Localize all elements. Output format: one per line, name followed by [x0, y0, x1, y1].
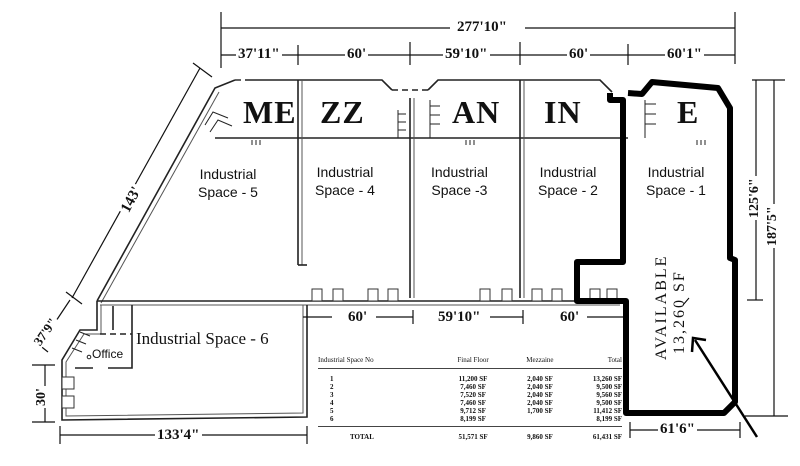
- table-row: 4 7,460 SF 2,040 SF 9,500 SF: [318, 399, 622, 407]
- segment-dimension-1: 37'11": [236, 46, 282, 62]
- loading-docks: [311, 288, 618, 302]
- total-label: TOTAL: [318, 426, 440, 441]
- segment-dimension-3: 59'10": [443, 46, 490, 62]
- space-1-label: Industrial Space - 1: [646, 163, 706, 199]
- mid-dimension-1: 60': [346, 309, 370, 325]
- cell-space-no: 5: [330, 407, 334, 415]
- space-1-width-dimension: 61'6": [658, 421, 697, 437]
- header-total: Total: [573, 356, 622, 369]
- table-row: 3 7,520 SF 2,040 SF 9,560 SF: [318, 391, 622, 399]
- space-1-line2: Space - 1: [646, 182, 706, 199]
- cell-final-floor: 11,200 SF: [458, 375, 488, 383]
- available-area-text: 13,260 SF: [670, 270, 688, 354]
- header-final-floor: Final Floor: [439, 356, 507, 369]
- cell-mezzanine: 1,700 SF: [527, 407, 553, 415]
- header-space-no: Industrial Space No: [318, 356, 440, 369]
- stair-symbols: [204, 100, 706, 145]
- table-row: 2 7,460 SF 2,040 SF 9,500 SF: [318, 383, 622, 391]
- overall-width-dimension: 277'10": [455, 19, 509, 35]
- table-row: 5 9,712 SF 1,700 SF 11,412 SF: [318, 407, 622, 415]
- space-4-label: Industrial Space - 4: [315, 163, 375, 199]
- space-5-line1: Industrial: [199, 166, 257, 182]
- space-2-label: Industrial Space - 2: [538, 163, 598, 199]
- building-walls: [61, 79, 628, 421]
- space-5-label: Industrial Space - 5: [198, 165, 258, 201]
- cell-final-floor: 9,712 SF: [460, 407, 486, 415]
- space-3-line1: Industrial: [431, 164, 488, 180]
- space-6-label: Industrial Space - 6: [136, 329, 269, 348]
- cell-space-no: 2: [330, 383, 334, 391]
- cell-space-no: 6: [330, 415, 334, 423]
- table-row: 6 8,199 SF 8,199 SF: [318, 415, 622, 427]
- total-final-floor: 51,571 SF: [439, 426, 507, 441]
- segment-dimension-2: 60': [345, 46, 369, 62]
- mezzanine-label-e: E: [677, 94, 700, 130]
- cell-total: 11,412 SF: [593, 407, 622, 415]
- cell-mezzanine: 2,040 SF: [527, 375, 553, 383]
- space-4-line2: Space - 4: [315, 182, 375, 199]
- table-header-row: Industrial Space No Final Floor Mezzaine…: [318, 356, 622, 369]
- bottom-left-dimension: 133'4": [155, 427, 202, 443]
- mid-dimension-lines: [303, 310, 625, 324]
- left-vertical-dimension: 30': [34, 386, 49, 408]
- cell-total: 9,560 SF: [596, 391, 622, 399]
- header-mezzanine: Mezzaine: [506, 356, 574, 369]
- cell-space-no: 3: [330, 391, 334, 399]
- cell-total: 9,500 SF: [596, 383, 622, 391]
- space-5-line2: Space - 5: [198, 184, 258, 201]
- space-3-line2: Space -3: [431, 182, 488, 199]
- cell-total: 9,500 SF: [596, 399, 622, 407]
- cell-mezzanine: 2,040 SF: [527, 391, 553, 399]
- space-1-line1: Industrial: [647, 164, 705, 180]
- mezzanine-label-in: IN: [544, 94, 582, 130]
- mid-dimension-3: 60': [558, 309, 582, 325]
- office-label: Office: [92, 347, 124, 361]
- available-text: AVAILABLE: [653, 254, 670, 360]
- table-row: 1 11,200 SF 2,040 SF 13,260 SF: [318, 369, 622, 383]
- space-2-line1: Industrial: [539, 164, 597, 180]
- cell-mezzanine: 2,040 SF: [527, 383, 553, 391]
- table-total-row: TOTAL 51,571 SF 9,860 SF 61,431 SF: [318, 426, 622, 441]
- total-total: 61,431 SF: [573, 426, 622, 441]
- mezzanine-label-zz: ZZ: [320, 94, 365, 130]
- right-outer-dimension: 187'5": [765, 204, 780, 248]
- cell-final-floor: 7,520 SF: [460, 391, 486, 399]
- cell-final-floor: 8,199 SF: [460, 415, 486, 423]
- cell-total: 13,260 SF: [592, 375, 622, 383]
- space-2-line2: Space - 2: [538, 182, 598, 199]
- available-label: AVAILABLE 13,260 SF: [653, 255, 688, 360]
- square-footage-table: Industrial Space No Final Floor Mezzaine…: [318, 356, 622, 441]
- cell-mezzanine: [506, 415, 573, 427]
- segment-dimension-4: 60': [567, 46, 591, 62]
- cell-final-floor: 7,460 SF: [460, 383, 486, 391]
- available-space-outline: [574, 79, 738, 416]
- mid-dimension-2: 59'10": [436, 309, 483, 325]
- cell-final-floor: 7,460 SF: [460, 399, 486, 407]
- cell-total: 8,199 SF: [596, 415, 622, 423]
- mezzanine-label-an: AN: [452, 94, 501, 130]
- space-4-line1: Industrial: [316, 164, 374, 180]
- total-mezzanine: 9,860 SF: [506, 426, 574, 441]
- cell-mezzanine: 2,040 SF: [527, 399, 553, 407]
- cell-space-no: 1: [330, 375, 334, 383]
- arrow-icon: [682, 297, 759, 438]
- segment-dimension-5: 60'1": [665, 46, 704, 62]
- cell-space-no: 4: [330, 399, 334, 407]
- right-inner-dimension: 125'6": [747, 176, 762, 220]
- space-3-label: Industrial Space -3: [431, 163, 488, 199]
- mezzanine-label-me: ME: [243, 94, 297, 130]
